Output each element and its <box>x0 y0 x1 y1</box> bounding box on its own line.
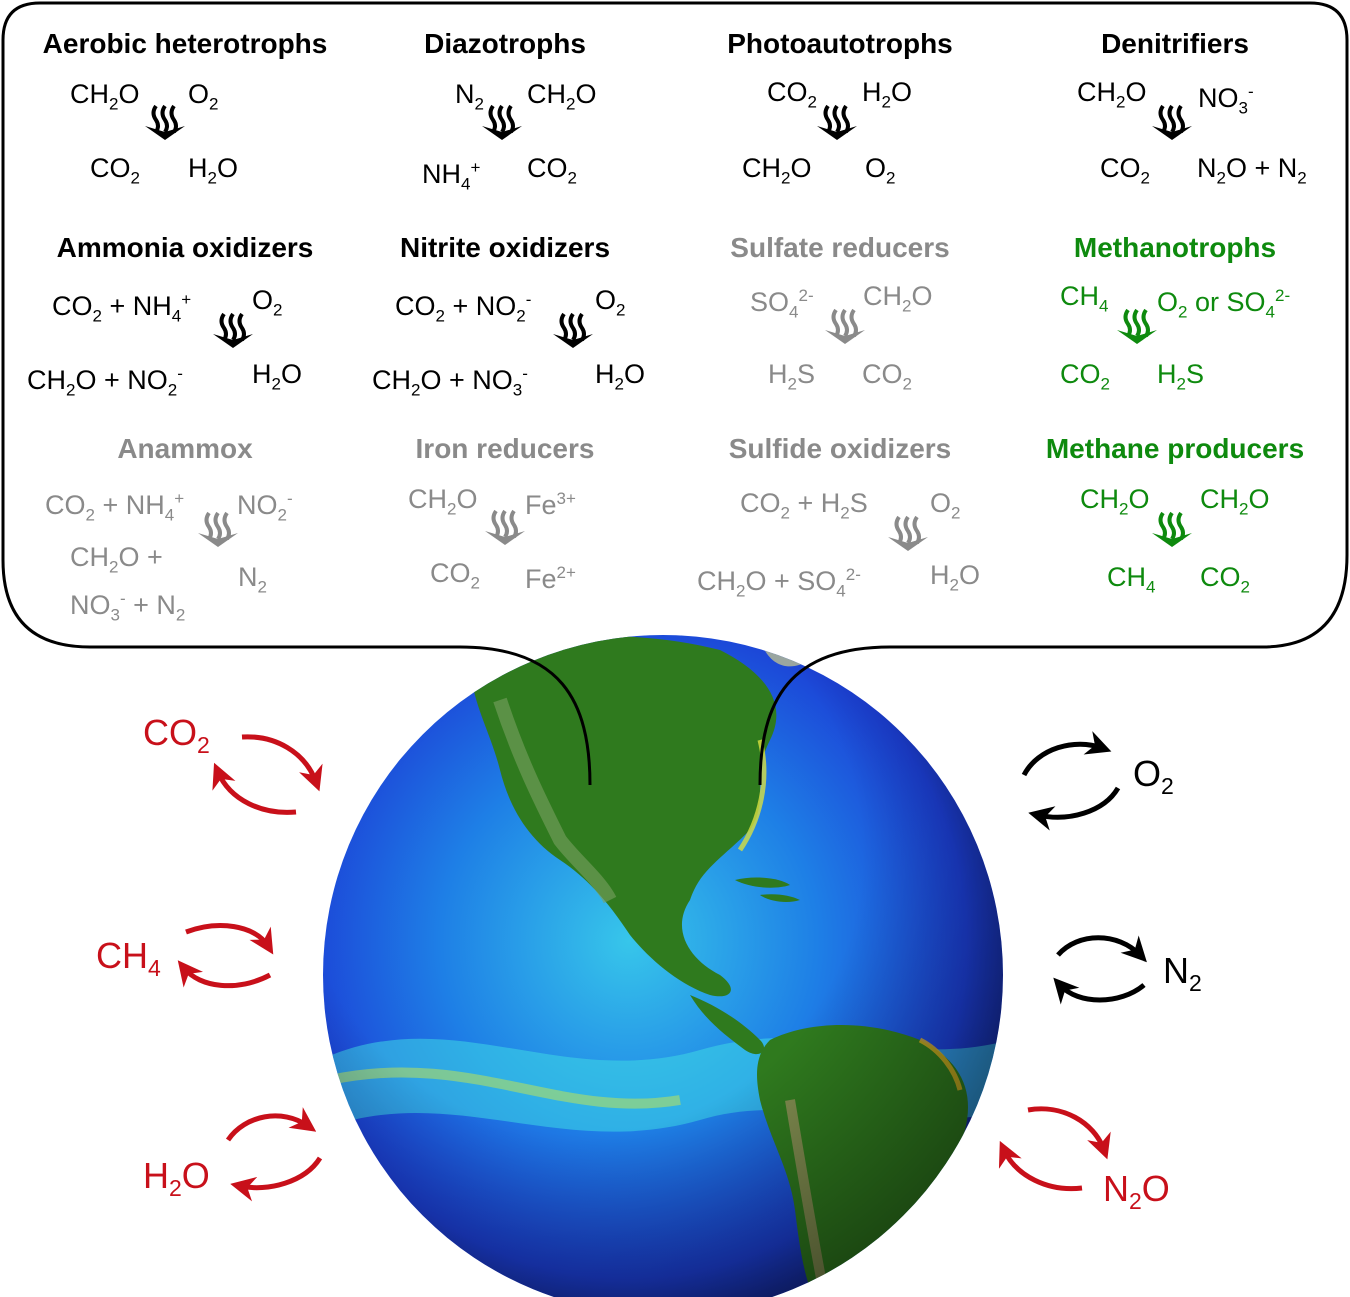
formula-ammonia-bottom-right: H2O <box>252 359 302 394</box>
guild-title-denit: Denitrifiers <box>1101 28 1249 59</box>
formula-sulfide-bottom-right: H2O <box>930 560 980 595</box>
formula-ammonia-top-right: O2 <box>252 285 283 320</box>
ch4-exchange-arrows <box>177 923 274 989</box>
formula-diazo-top-left: N2 <box>455 79 484 114</box>
formula-methanogen-top-right: CH2O <box>1200 484 1270 519</box>
reaction-arrow-sulfide <box>888 515 928 551</box>
formula-photo-top-right: H2O <box>862 77 912 112</box>
reaction-arrow-aerobic <box>145 104 185 140</box>
o2-exchange-arrows <box>1021 731 1121 831</box>
formula-anammox-bottom-right: N2 <box>238 562 267 597</box>
formula-anammox-bottom-left: CH2O +NO3- + N2 <box>70 542 186 625</box>
formula-sulfate-bottom-right: CO2 <box>862 359 912 394</box>
formula-methanogen-bottom-right: CO2 <box>1200 562 1250 597</box>
formula-sulfide-top-left: CO2 + H2S <box>740 488 868 523</box>
formula-photo-bottom-right: O2 <box>865 153 896 188</box>
gas-label-h2o: H2O <box>143 1155 210 1202</box>
gas-label-o2: O2 <box>1133 753 1174 800</box>
reaction-arrow-nitrite <box>553 312 593 348</box>
guild-title-nitrite: Nitrite oxidizers <box>399 232 611 263</box>
reaction-arrow-denit <box>1152 104 1192 140</box>
formula-denit-bottom-left: CO2 <box>1100 153 1150 188</box>
guild-title-methanotroph: Methanotrophs <box>1073 232 1277 263</box>
reaction-arrow-methanogen <box>1152 511 1192 547</box>
formula-nitrite-top-right: O2 <box>595 285 626 320</box>
guild-title-iron: Iron reducers <box>415 433 595 464</box>
formula-anammox-top-left: CO2 + NH4+ <box>45 489 185 525</box>
formula-nitrite-bottom-right: H2O <box>595 359 645 394</box>
formula-methanotroph-bottom-left: CO2 <box>1060 359 1110 394</box>
guild-title-methanogen: Methane producers <box>1045 433 1305 464</box>
reaction-arrow-iron <box>485 509 525 545</box>
formula-nitrite-bottom-left: CH2O + NO3- <box>372 364 528 400</box>
formula-nitrite-top-left: CO2 + NO2- <box>395 290 532 326</box>
guild-title-anammox: Anammox <box>117 433 253 464</box>
formula-anammox-top-right: NO2- <box>237 489 293 525</box>
n2-exchange-arrows <box>1053 935 1147 1005</box>
formula-aerobic-bottom-left: CO2 <box>90 153 140 188</box>
formula-iron-top-right: Fe3+ <box>525 489 576 520</box>
formula-aerobic-top-left: CH2O <box>70 79 140 114</box>
gas-label-ch4: CH4 <box>96 935 161 982</box>
guild-title-sulfide: Sulfide oxidizers <box>728 433 952 464</box>
formula-aerobic-bottom-right: H2O <box>188 153 238 188</box>
formula-ammonia-bottom-left: CH2O + NO2- <box>27 364 183 400</box>
formula-methanotroph-top-right: O2 or SO42- <box>1157 286 1291 322</box>
formula-iron-top-left: CH2O <box>408 484 478 519</box>
formula-diazo-bottom-right: CO2 <box>527 153 577 188</box>
formula-denit-bottom-right: N2O + N2 <box>1197 153 1307 188</box>
reaction-arrow-ammonia <box>213 312 253 348</box>
formula-ammonia-top-left: CO2 + NH4+ <box>52 290 192 326</box>
formula-sulfide-top-right: O2 <box>930 488 961 523</box>
formula-photo-top-left: CO2 <box>767 77 817 112</box>
reaction-arrow-anammox <box>198 511 238 547</box>
formula-methanogen-bottom-left: CH4 <box>1107 562 1156 597</box>
reaction-arrow-photo <box>817 104 857 140</box>
callout-bubble <box>1 1 1349 786</box>
guild-title-diazo: Diazotrophs <box>424 28 586 59</box>
formula-sulfate-top-left: SO42- <box>750 286 814 322</box>
reaction-arrow-sulfate <box>825 308 865 344</box>
guild-title-sulfate: Sulfate reducers <box>730 232 950 263</box>
reaction-arrow-methanotroph <box>1117 308 1157 344</box>
gas-label-n2: N2 <box>1163 950 1202 997</box>
formula-aerobic-top-right: O2 <box>188 79 219 114</box>
gas-label-co2: CO2 <box>143 712 210 759</box>
formula-diazo-bottom-left: NH4+ <box>422 158 481 194</box>
formula-iron-bottom-left: CO2 <box>430 558 480 593</box>
guild-title-aerobic: Aerobic heterotrophs <box>42 28 328 59</box>
formula-denit-top-right: NO3- <box>1198 82 1254 118</box>
formula-denit-top-left: CH2O <box>1077 77 1147 112</box>
formula-photo-bottom-left: CH2O <box>742 153 812 188</box>
earth-globe <box>323 635 1003 1297</box>
formula-sulfate-top-right: CH2O <box>863 281 933 316</box>
formula-methanotroph-bottom-right: H2S <box>1157 359 1204 394</box>
guild-title-ammonia: Ammonia oxidizers <box>56 232 314 263</box>
formula-methanogen-top-left: CH2O <box>1080 484 1150 519</box>
gas-label-n2o: N2O <box>1103 1168 1170 1215</box>
formula-sulfate-bottom-left: H2S <box>768 359 815 394</box>
h2o-exchange-arrows <box>225 1107 323 1202</box>
formula-methanotroph-top-left: CH4 <box>1060 281 1109 316</box>
reaction-arrow-diazo <box>482 104 522 140</box>
n2o-exchange-arrows <box>998 1106 1111 1192</box>
formula-iron-bottom-right: Fe2+ <box>525 563 576 594</box>
formula-sulfide-bottom-left: CH2O + SO42- <box>697 565 861 601</box>
co2-exchange-arrows <box>212 734 323 815</box>
guild-title-photo: Photoautotrophs <box>727 28 953 59</box>
formula-diazo-top-right: CH2O <box>527 79 597 114</box>
